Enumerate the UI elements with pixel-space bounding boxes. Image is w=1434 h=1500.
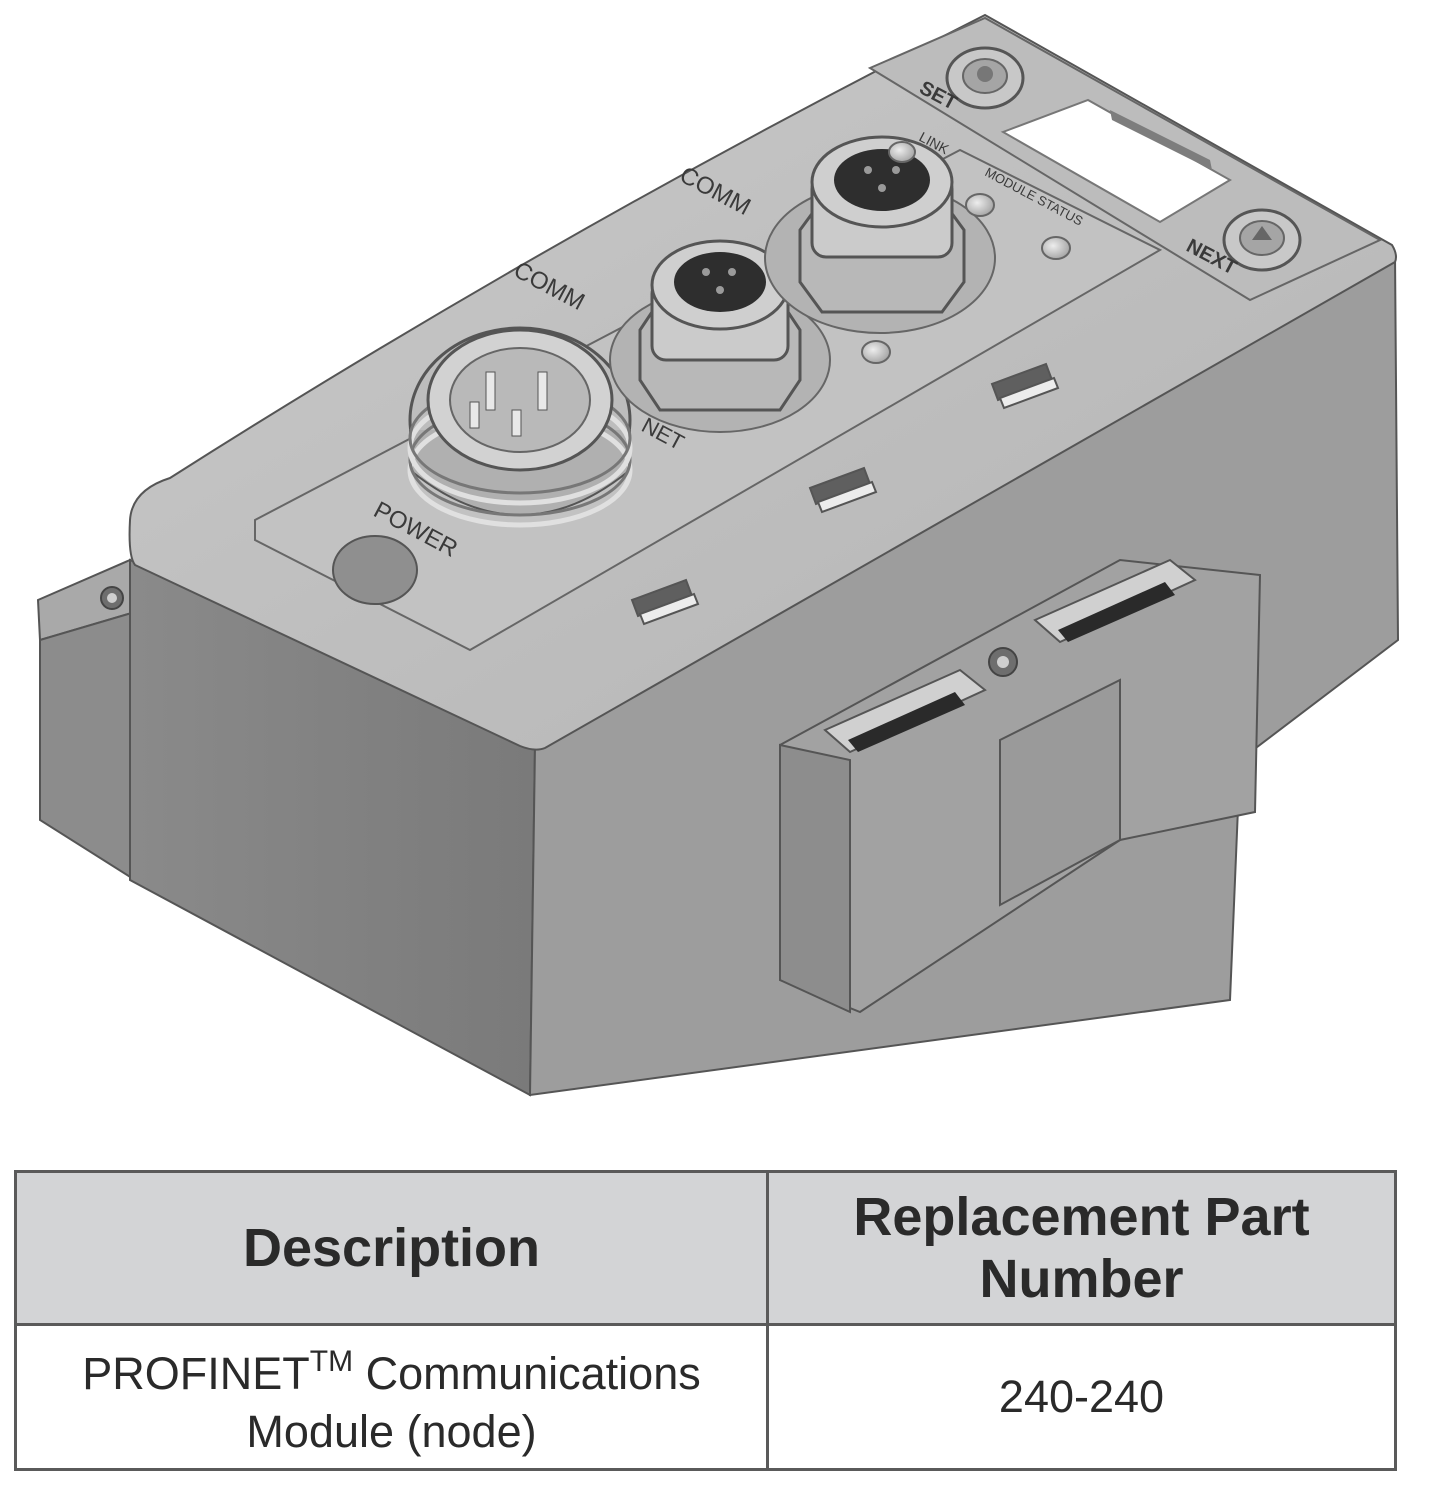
base-flange bbox=[36, 558, 137, 882]
header-part-number: Replacement Part Number bbox=[766, 1170, 1397, 1326]
trademark-mark: TM bbox=[309, 1345, 354, 1378]
cell-description: PROFINETTM Communications Module (node) bbox=[14, 1323, 769, 1471]
link-led bbox=[888, 141, 916, 163]
status-led-right bbox=[1041, 236, 1071, 260]
comm-connector-2 bbox=[764, 135, 996, 334]
mounting-hole bbox=[332, 535, 418, 605]
module-status-led bbox=[965, 193, 995, 217]
set-button[interactable] bbox=[945, 46, 1025, 110]
header-description: Description bbox=[14, 1170, 769, 1326]
comm-connector-1 bbox=[609, 239, 831, 433]
status-led-center bbox=[861, 340, 891, 364]
power-connector bbox=[407, 326, 633, 528]
replacement-parts-table: Description Replacement Part Number PROF… bbox=[14, 1170, 1397, 1471]
cell-part-number: 240-240 bbox=[766, 1323, 1397, 1471]
slot-marks bbox=[630, 362, 1060, 626]
next-button[interactable] bbox=[1222, 208, 1302, 272]
table-header-row: Description Replacement Part Number bbox=[14, 1170, 1397, 1326]
table-row: PROFINETTM Communications Module (node) … bbox=[14, 1323, 1397, 1471]
product-illustration: COMM COMM POWER NET SET NEXT LINK MODULE… bbox=[36, 13, 1400, 1097]
bus-connector-block bbox=[779, 558, 1262, 1014]
